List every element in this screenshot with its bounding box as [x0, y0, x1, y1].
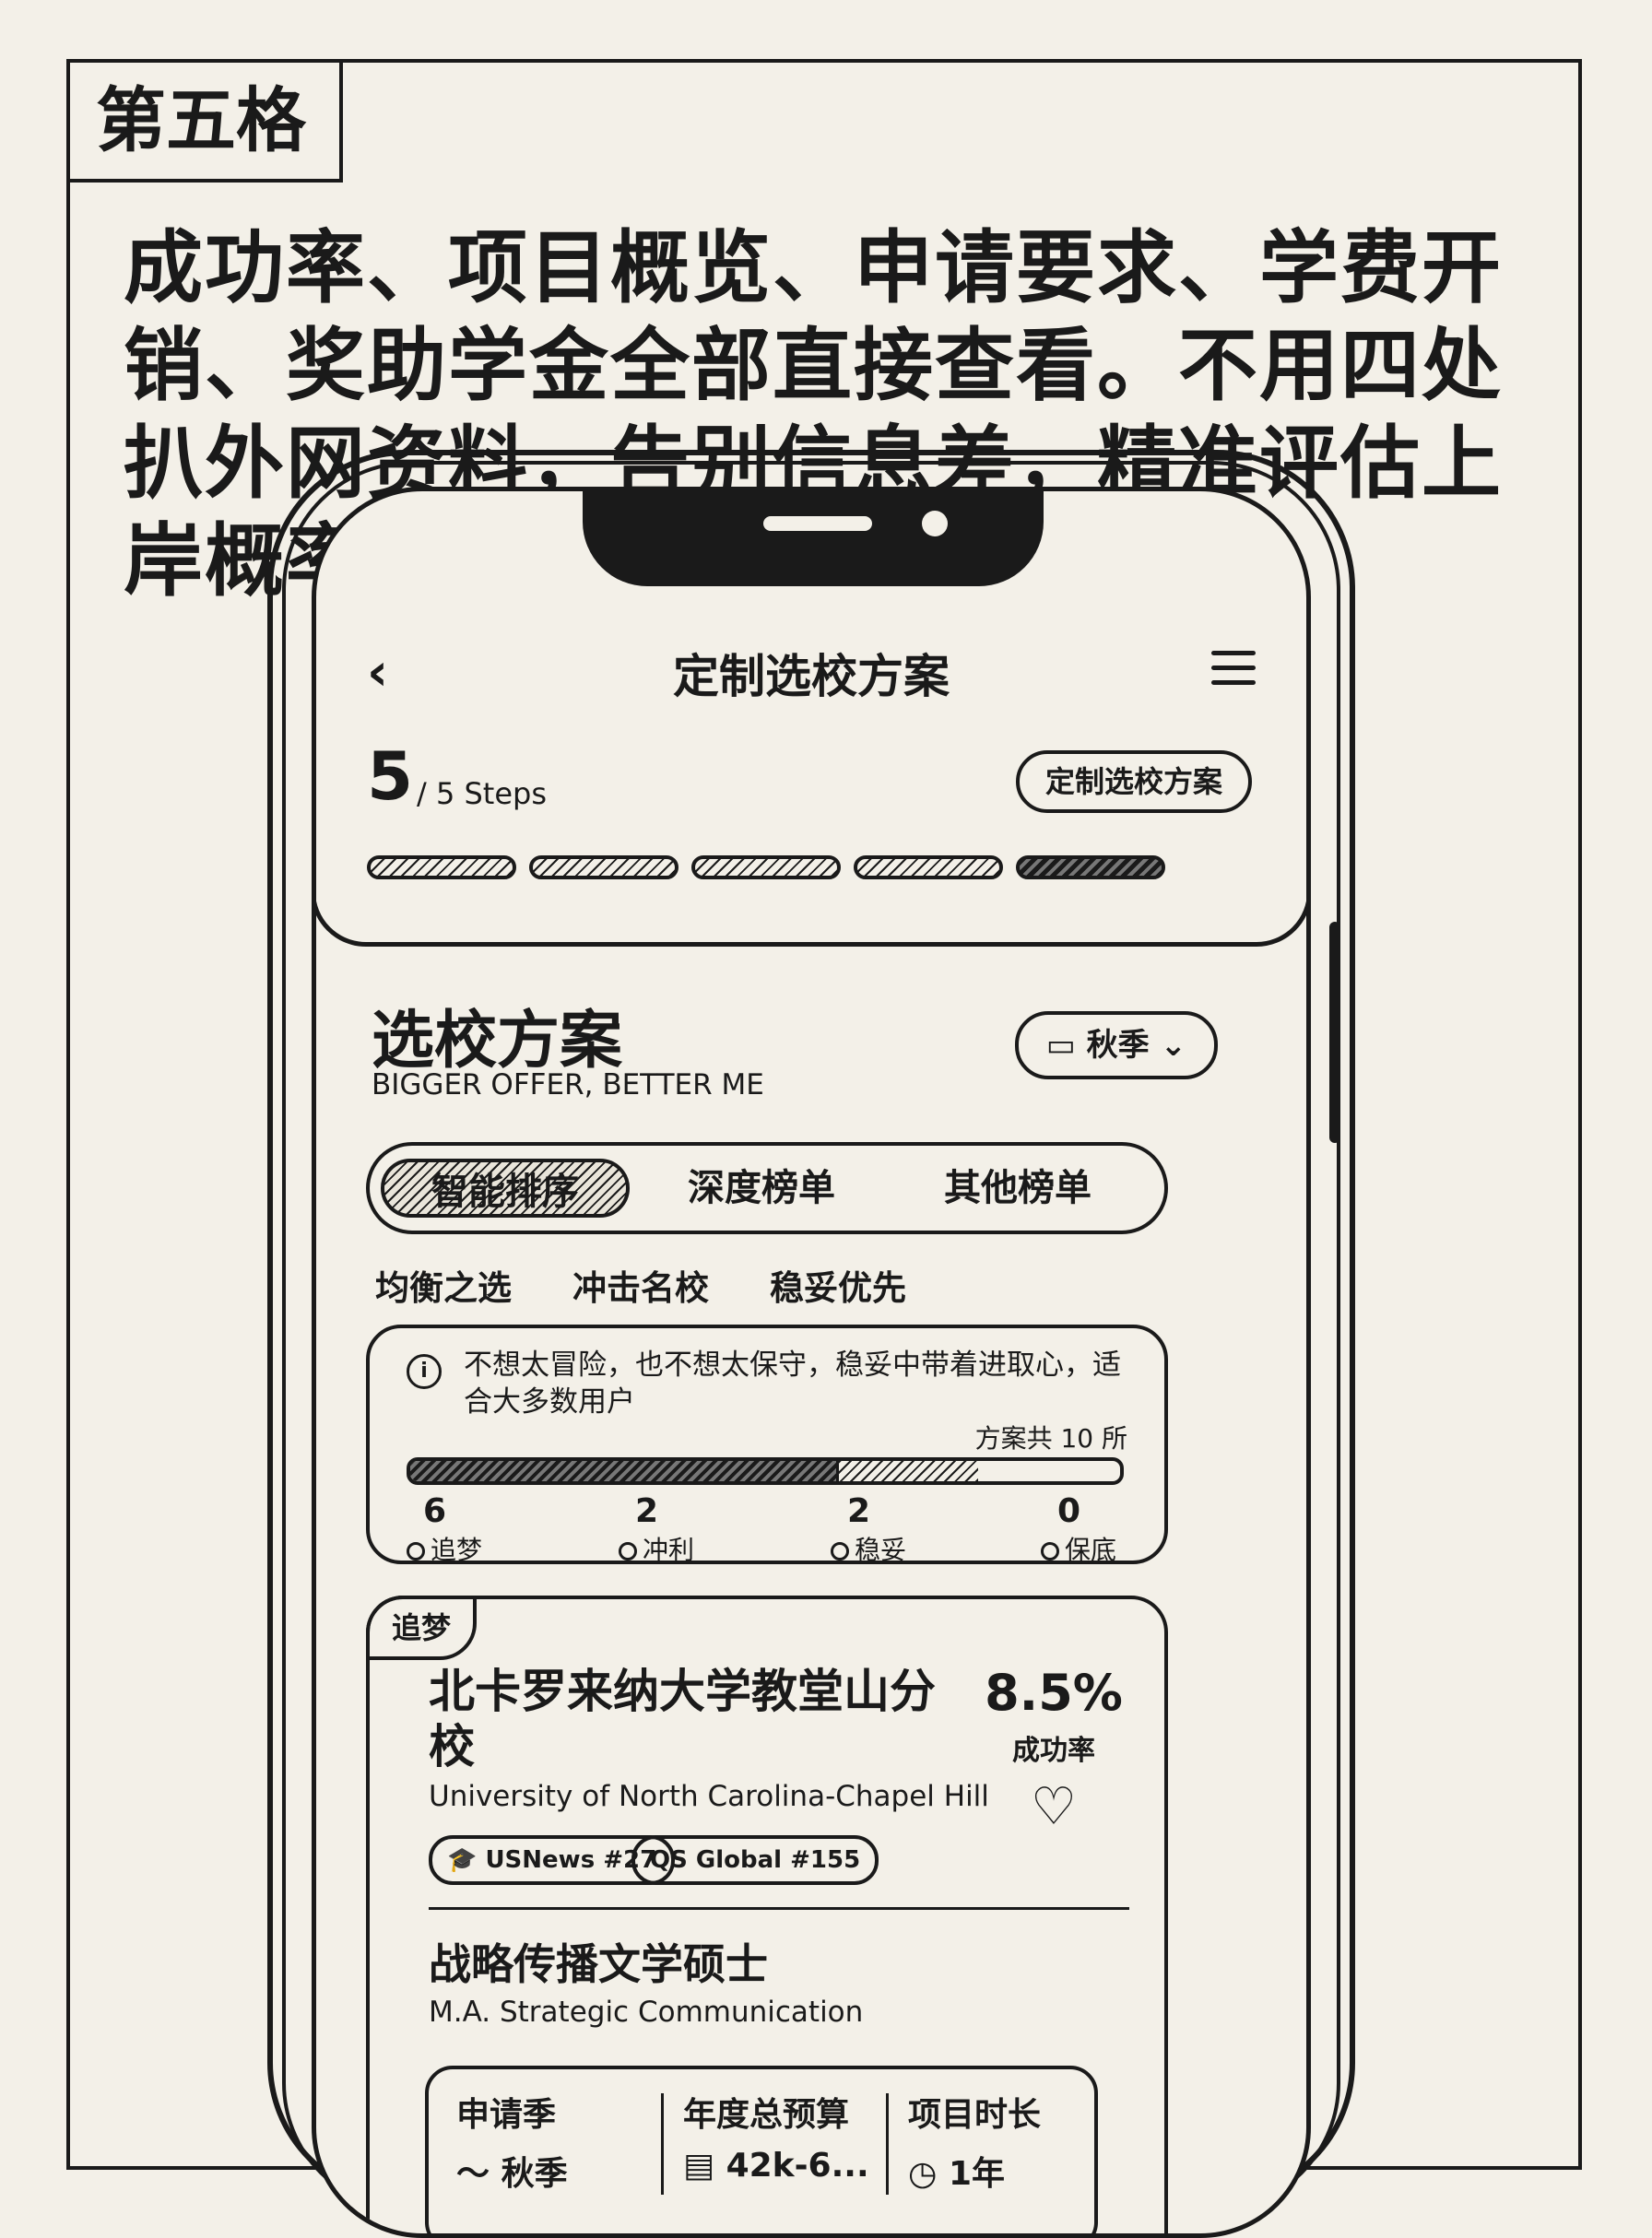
tier-stat-reach: 2 冲利: [619, 1492, 694, 1567]
detail-duration: 项目时长 ◷ 1年: [908, 2096, 1042, 2193]
season-selector[interactable]: ▭ 秋季 ⌄: [1014, 1011, 1218, 1079]
tier-count: 0: [1057, 1492, 1081, 1530]
graduation-cap-icon: 🎓: [447, 1846, 478, 1874]
header-card: ‹ 定制选校方案 5 / 5 Steps 定制选校方案: [316, 491, 1306, 947]
tier-label: 冲利: [643, 1535, 695, 1565]
progress-segment: [529, 855, 678, 879]
hamburger-icon: [1211, 651, 1256, 685]
chevron-down-icon: ⌄: [1160, 1027, 1187, 1064]
tab-other-ranking[interactable]: 其他榜单: [944, 1167, 1092, 1209]
page-title: 定制选校方案: [673, 650, 950, 703]
panel-label: 第五格: [70, 63, 343, 183]
clock-icon: ◷: [908, 2155, 938, 2193]
phone-screen: ‹ 定制选校方案 5 / 5 Steps 定制选校方案 选校方案 BIGGER …: [312, 487, 1311, 2238]
divider: [661, 2093, 664, 2195]
success-rate-value: 8.5%: [985, 1664, 1123, 1722]
section-subtitle: BIGGER OFFER, BETTER ME: [372, 1068, 764, 1101]
phone-notch: [583, 491, 1044, 586]
strategy-info-card: i 不想太冒险，也不想太保守，稳妥中带着进取心，适合大多数用户 方案共 10 所…: [366, 1325, 1168, 1567]
tier-segment-reach: [836, 1461, 978, 1481]
tier-segment-dream: [410, 1461, 836, 1481]
tier-count: 2: [635, 1492, 659, 1530]
receipt-icon: ▤: [683, 2147, 715, 2185]
tier-count: 2: [847, 1492, 871, 1530]
ranking-badge-usnews: 🎓 USNews #27: [429, 1835, 676, 1885]
tier-label: 追梦: [431, 1535, 483, 1565]
ranking-badge-qs: QS Global #155: [631, 1835, 879, 1885]
subtab-safe[interactable]: 稳妥优先: [770, 1268, 906, 1308]
step-progress: [367, 855, 1165, 879]
program-name-cn: 战略传播文学硕士: [429, 1939, 768, 1989]
school-name-en: University of North Carolina-Chapel Hill: [429, 1780, 989, 1813]
tier-label: 保底: [1065, 1535, 1117, 1565]
subtab-reach[interactable]: 冲击名校: [572, 1268, 709, 1308]
subtab-balanced[interactable]: 均衡之选: [375, 1268, 512, 1308]
detail-budget: 年度总预算 ▤ 42k-6...: [683, 2096, 869, 2185]
step-current: 5: [367, 737, 414, 815]
tier-count: 6: [423, 1492, 447, 1530]
tier-tag: 追梦: [366, 1596, 478, 1660]
school-card[interactable]: 追梦 北卡罗来纳大学教堂山分校 University of North Caro…: [366, 1596, 1168, 2233]
school-count: 方案共 10 所: [974, 1423, 1127, 1454]
front-camera: [922, 511, 948, 536]
calendar-icon: ▭: [1045, 1027, 1076, 1064]
back-button[interactable]: ‹: [367, 647, 388, 699]
tab-smart-sort[interactable]: 智能排序: [381, 1159, 630, 1218]
section-title: 选校方案: [372, 1005, 623, 1078]
info-icon: i: [407, 1354, 442, 1389]
progress-segment: [854, 855, 1003, 879]
tier-stat-dream: 6 追梦: [407, 1492, 482, 1567]
tab-deep-ranking[interactable]: 深度榜单: [688, 1167, 835, 1209]
chevron-left-icon: ‹: [367, 642, 389, 702]
tier-stat-safe: 2 稳妥: [831, 1492, 906, 1567]
tier-label: 稳妥: [855, 1535, 907, 1565]
ranking-tabs: 智能排序 深度榜单 其他榜单: [366, 1142, 1168, 1234]
step-badge[interactable]: 定制选校方案: [1015, 750, 1252, 813]
tier-stat-backup: 0 保底: [1041, 1492, 1116, 1567]
progress-segment: [367, 855, 516, 879]
success-rate-label: 成功率: [1012, 1735, 1095, 1767]
heart-icon[interactable]: ♡: [1030, 1777, 1078, 1837]
menu-button[interactable]: [1211, 651, 1256, 695]
divider: [886, 2093, 889, 2195]
success-rate-block: 8.5% 成功率 ♡: [980, 1664, 1127, 1837]
divider: [429, 1907, 1129, 1910]
program-details: 申请季 ～ 秋季 年度总预算 ▤ 42k-6... 项目时长 ◷ 1年: [425, 2066, 1098, 2233]
school-name-cn: 北卡罗来纳大学教堂山分校: [429, 1665, 936, 1773]
progress-segment-active: [1016, 855, 1165, 879]
strategy-description: 不想太冒险，也不想太保守，稳妥中带着进取心，适合大多数用户: [464, 1349, 1121, 1419]
tier-distribution-bar: [407, 1457, 1124, 1485]
step-total: / 5 Steps: [417, 776, 548, 811]
progress-segment: [691, 855, 841, 879]
speaker-grille: [763, 516, 872, 531]
season-label: 秋季: [1086, 1027, 1150, 1064]
detail-season: 申请季 ～ 秋季: [456, 2096, 568, 2193]
program-name-en: M.A. Strategic Communication: [429, 1996, 864, 2029]
wave-icon: ～: [456, 2155, 490, 2193]
